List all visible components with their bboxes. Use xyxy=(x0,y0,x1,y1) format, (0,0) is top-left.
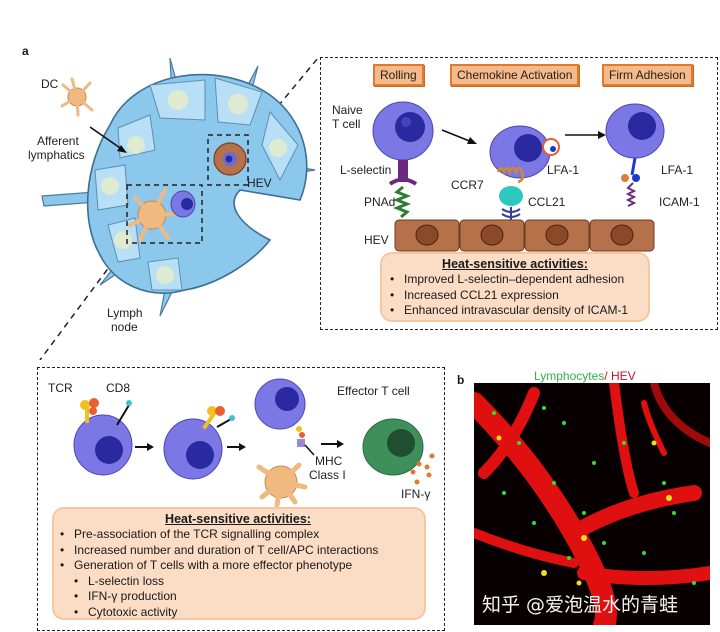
ifn-label: IFN-γ xyxy=(401,487,431,501)
panel-label-a: a xyxy=(22,44,29,58)
cd8-icon xyxy=(116,404,130,426)
mhc-label-1: MHC xyxy=(315,454,343,468)
heat-item: Pre-association of the TCR signalling co… xyxy=(56,527,420,543)
lfa1-label-adhesion: LFA-1 xyxy=(661,163,694,177)
heat-item: Increased CCL21 expression xyxy=(386,288,644,304)
ccl21-label: CCL21 xyxy=(528,195,566,209)
micrograph-title-sep: / xyxy=(604,369,611,383)
heat-subitem: Cytotoxic activity xyxy=(56,605,420,621)
ccl21 xyxy=(499,186,523,206)
hev-label: HEV xyxy=(247,176,272,190)
dc-in-node xyxy=(128,188,177,242)
activation-illustration xyxy=(73,378,435,507)
hev-endothelium-label: HEV xyxy=(364,233,389,247)
l-selectin-label: L-selectin xyxy=(340,163,392,177)
hev-endothelium xyxy=(394,219,655,252)
dc-label: DC xyxy=(41,77,59,91)
naive-label-1: Naive xyxy=(332,103,363,117)
micrograph-title-green: Lymphocytes xyxy=(534,369,605,383)
icam1-label: ICAM-1 xyxy=(659,195,700,209)
micrograph-title: Lymphocytes/ HEV xyxy=(534,369,636,383)
heat-box-activation: Heat-sensitive activities: Pre-associati… xyxy=(52,507,426,620)
heat-item: Improved L-selectin–dependent adhesion xyxy=(386,272,644,288)
mhc-label-2: Class I xyxy=(309,468,346,482)
l-selectin xyxy=(398,160,408,182)
heat-box-extravasation: Heat-sensitive activities: Improved L-se… xyxy=(380,252,650,322)
naive-label-2: T cell xyxy=(332,117,361,131)
heat-subitem: IFN-γ production xyxy=(56,589,420,605)
pnad xyxy=(392,185,412,219)
mhc-icon xyxy=(297,439,305,447)
heat-title-activation: Heat-sensitive activities: xyxy=(165,512,311,526)
micrograph-vessels xyxy=(474,383,710,625)
ccr7-label: CCR7 xyxy=(451,178,484,192)
watermark: 知乎 @爱泡温水的青蛙 xyxy=(482,594,679,616)
micrograph-title-red: HEV xyxy=(610,369,636,383)
tcr-label: TCR xyxy=(48,381,73,395)
lfa1-label-chemokine: LFA-1 xyxy=(547,163,580,177)
tcell-dc-zoom-box xyxy=(126,184,203,244)
heat-item: Enhanced intravascular density of ICAM-1 xyxy=(386,303,644,319)
heat-title-extravasation: Heat-sensitive activities: xyxy=(442,257,588,271)
afferent-label-1: Afferent xyxy=(37,134,79,148)
afferent-arrow xyxy=(89,126,124,151)
heat-subitem: L-selectin loss xyxy=(56,574,420,590)
stage-firm-adhesion: Firm Adhesion xyxy=(602,64,693,86)
stage-rolling: Rolling xyxy=(373,64,424,86)
ifn-gamma-icon xyxy=(410,453,435,485)
cd8-label: CD8 xyxy=(106,381,131,395)
hev-zoom-box xyxy=(207,134,249,186)
icam1 xyxy=(625,182,637,207)
dc-icon xyxy=(60,77,94,117)
micrograph-image xyxy=(474,383,710,625)
tcr-icon xyxy=(80,398,99,423)
ccr7 xyxy=(496,166,525,184)
lymph-node-illustration xyxy=(39,57,319,360)
extravasation-illustration xyxy=(372,101,665,252)
stage-chemokine-activation: Chemokine Activation xyxy=(450,64,580,86)
extravasation-panel xyxy=(320,57,718,330)
heat-item: Generation of T cells with a more effect… xyxy=(56,558,420,574)
pnad-label: PNAd xyxy=(364,195,396,209)
lymph-label-2: node xyxy=(111,320,138,334)
panel-label-b: b xyxy=(457,373,465,387)
heat-item: Increased number and duration of T cell/… xyxy=(56,543,420,559)
effector-label: Effector T cell xyxy=(337,384,410,398)
activation-panel xyxy=(37,367,445,631)
connector-line-top xyxy=(249,57,319,141)
apc-dc-icon xyxy=(256,462,308,507)
lymph-label-1: Lymph xyxy=(107,306,143,320)
afferent-label-2: lymphatics xyxy=(28,148,85,162)
